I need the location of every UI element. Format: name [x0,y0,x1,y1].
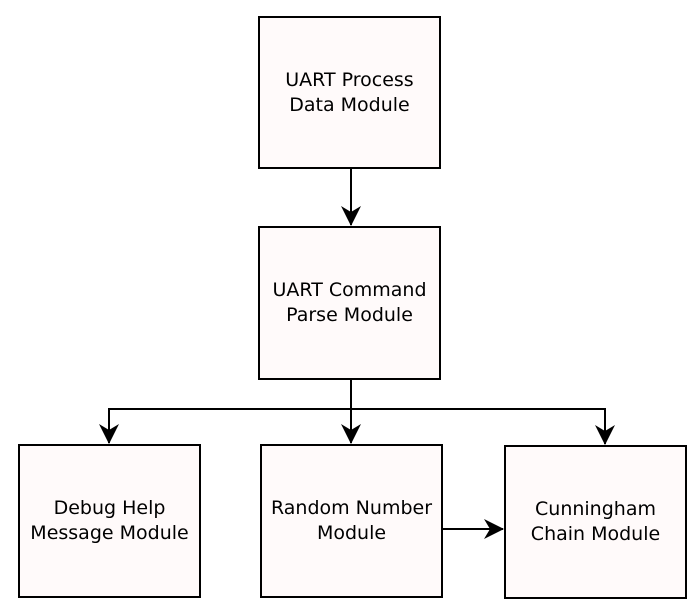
cunningham-chain-module-label: Cunningham Chain Module [530,498,661,545]
random-number-module-label: Random Number Module [270,497,433,544]
uart-process-data-module-box: UART Process Data Module [258,16,441,169]
uart-process-data-module-label: UART Process Data Module [285,68,414,116]
uart-command-parse-module-label: UART Command Parse Module [272,279,427,326]
random-number-module-box: Random Number Module [260,444,443,598]
edge-parse-to-debug [99,408,351,444]
cunningham-chain-module-box: Cunningham Chain Module [504,445,687,599]
debug-help-message-module-box: Debug Help Message Module [18,444,201,598]
edge-parse-to-chain [351,408,615,445]
uart-command-parse-module-box: UART Command Parse Module [258,226,441,380]
debug-help-message-module-label: Debug Help Message Module [30,497,189,544]
